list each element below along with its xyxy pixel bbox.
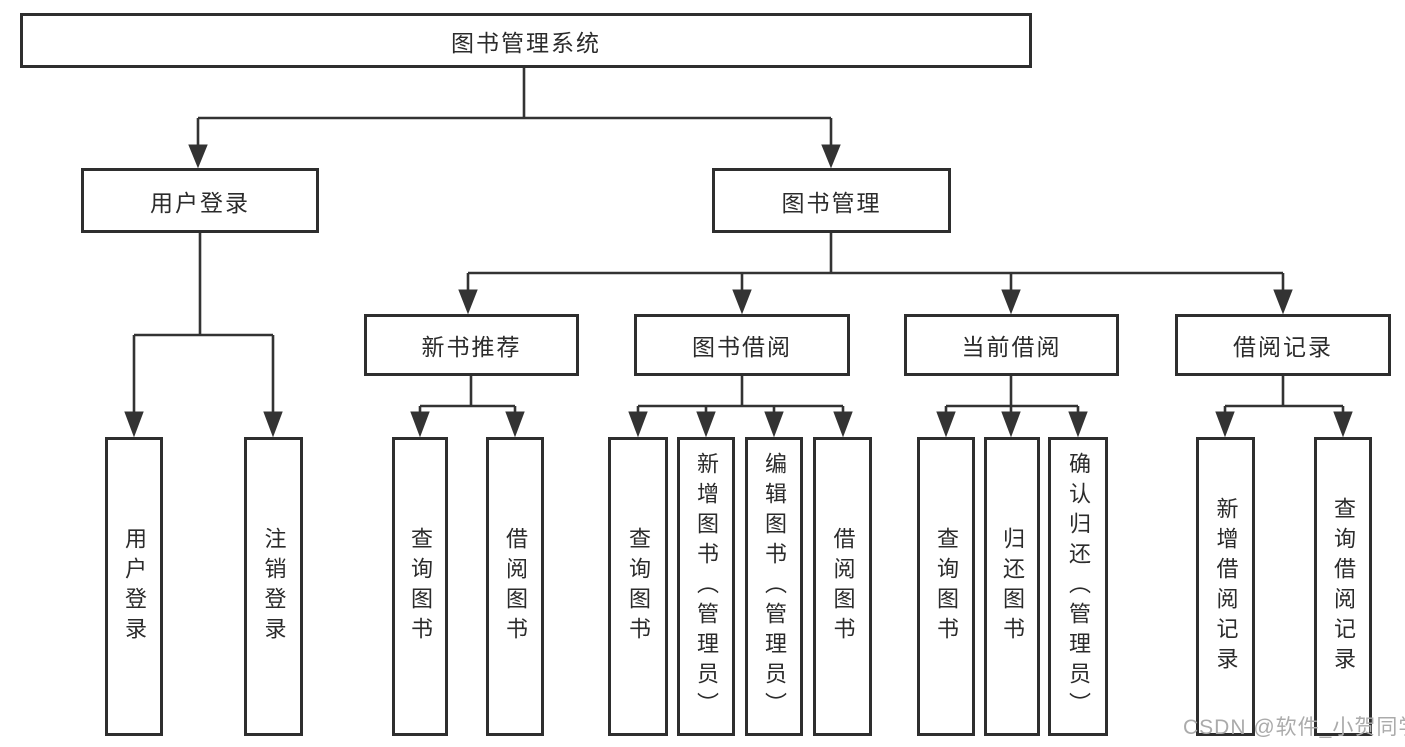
leaf-label: 编辑图书（管理员） [762,451,787,722]
node-label: 借阅记录 [1233,334,1333,360]
leaf-label: 查询图书 [934,526,959,647]
leaf-query-books-recommend: 查询图书 [392,437,448,736]
leaf-logout: 注销登录 [244,437,303,736]
node-current-borrowing: 当前借阅 [904,314,1119,376]
leaf-label: 新增借阅记录 [1213,496,1239,677]
node-label: 图书借阅 [692,334,792,360]
leaf-label: 用户登录 [122,526,147,647]
leaf-label: 确认归还（管理员） [1066,451,1091,722]
leaf-label: 新增图书（管理员） [694,451,719,722]
leaf-add-book-admin: 新增图书（管理员） [677,437,735,736]
leaf-borrow-books-recommend: 借阅图书 [486,437,544,736]
leaf-label: 查询图书 [408,526,433,647]
leaf-query-books-borrowing: 查询图书 [608,437,668,736]
leaf-label: 归还图书 [1000,526,1025,647]
node-book-borrowing: 图书借阅 [634,314,850,376]
leaf-add-borrow-record: 新增借阅记录 [1196,437,1255,736]
node-label: 新书推荐 [421,334,522,360]
leaf-label: 注销登录 [261,526,287,647]
leaf-label: 借阅图书 [503,526,528,647]
node-label: 图书管理 [781,189,882,216]
leaf-confirm-return-admin: 确认归还（管理员） [1048,437,1108,736]
node-user-login: 用户登录 [81,168,319,233]
leaf-label: 查询借阅记录 [1331,496,1356,677]
leaf-edit-book-admin: 编辑图书（管理员） [745,437,803,736]
leaf-label: 借阅图书 [830,526,856,647]
node-label: 当前借阅 [961,334,1062,360]
leaf-query-borrow-record: 查询借阅记录 [1314,437,1372,736]
node-borrowing-records: 借阅记录 [1175,314,1391,376]
node-label: 用户登录 [150,189,250,216]
leaf-user-login: 用户登录 [105,437,163,736]
leaf-borrow-books-borrowing: 借阅图书 [813,437,872,736]
node-root-library-management-system: 图书管理系统 [20,13,1032,68]
leaf-return-book: 归还图书 [984,437,1040,736]
leaf-query-books-current: 查询图书 [917,437,975,736]
node-new-book-recommendation: 新书推荐 [364,314,579,376]
csdn-watermark: CSDN @软件_小贺同学 [1183,716,1405,739]
node-label: 图书管理系统 [451,29,601,56]
leaf-label: 查询图书 [626,526,651,647]
node-book-management: 图书管理 [712,168,951,233]
